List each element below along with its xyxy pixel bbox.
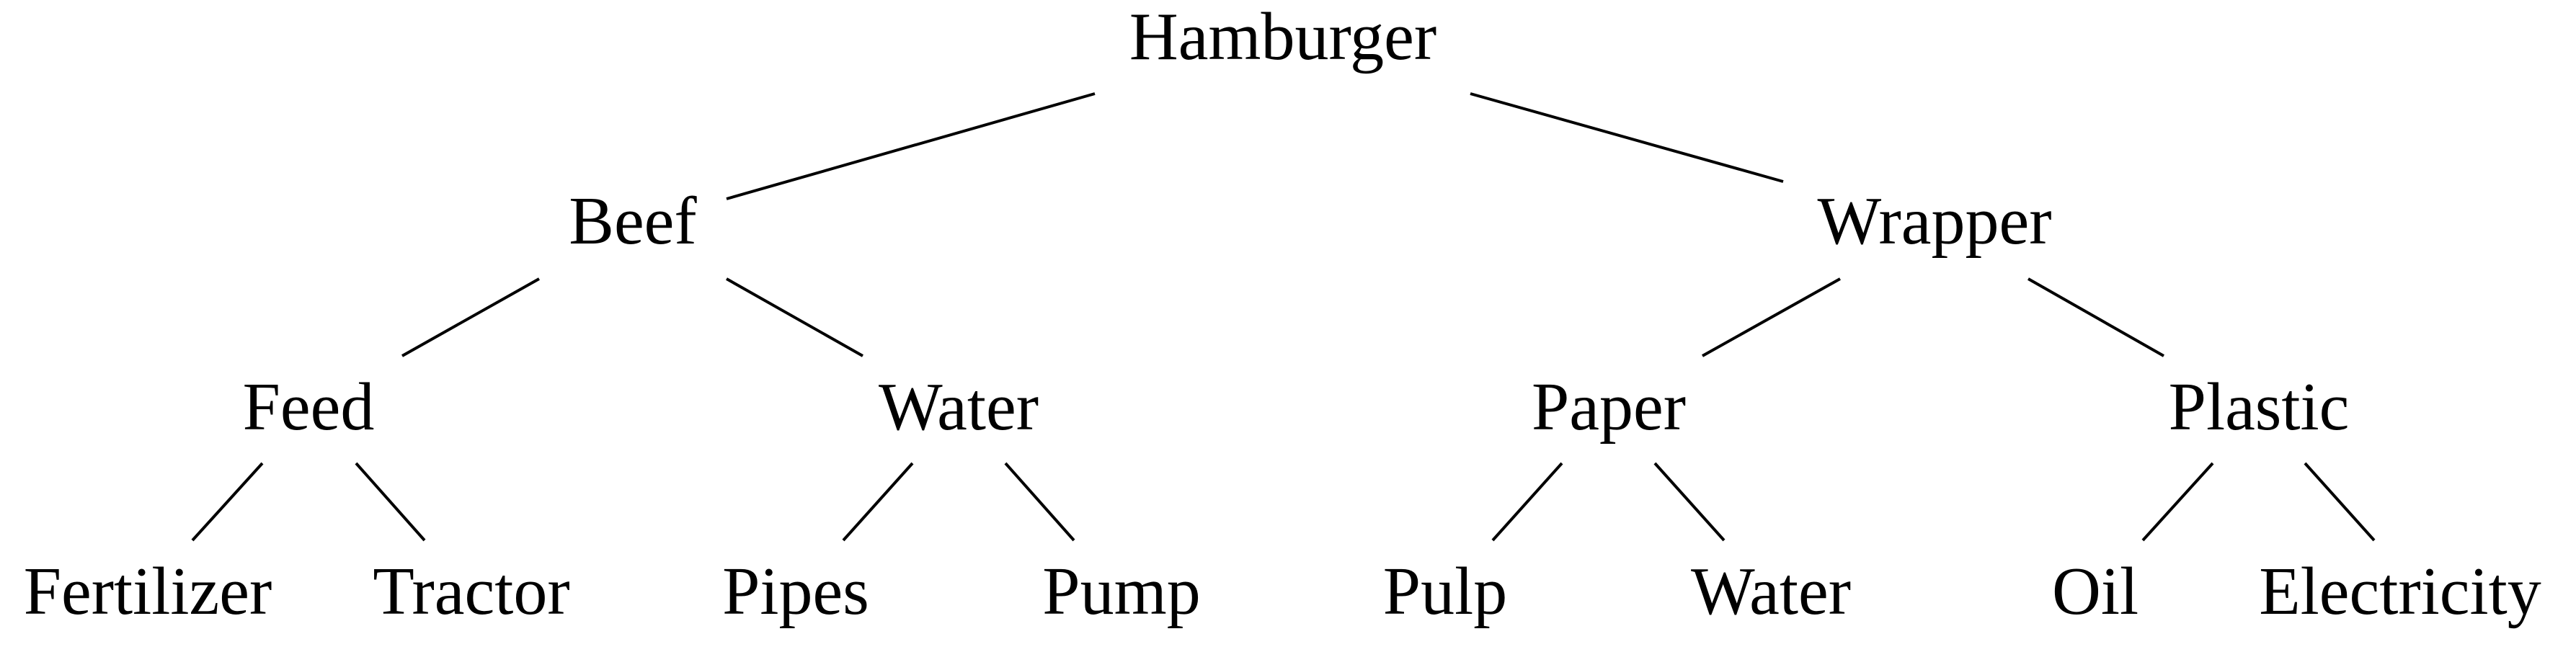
node-wrapper: Wrapper <box>1817 184 2051 259</box>
node-feed: Feed <box>243 370 375 445</box>
edge-water-pipes <box>842 462 914 542</box>
edge-paper-water <box>1653 462 1726 542</box>
node-fertilizer: Fertilizer <box>24 554 272 629</box>
node-electricity: Electricity <box>2259 554 2541 629</box>
edge-beef-feed <box>401 277 540 357</box>
edge-hamburger-wrapper <box>1470 92 1784 183</box>
node-water-paper: Water <box>1691 554 1851 629</box>
edge-beef-water <box>726 277 863 357</box>
node-pump: Pump <box>1042 554 1200 629</box>
node-hamburger: Hamburger <box>1129 0 1436 74</box>
edge-feed-tractor <box>355 462 426 542</box>
edge-plastic-electricity <box>2304 462 2376 542</box>
edge-paper-pulp <box>1491 462 1563 542</box>
node-paper: Paper <box>1532 370 1686 445</box>
edge-plastic-oil <box>2141 462 2214 542</box>
node-pipes: Pipes <box>722 554 869 629</box>
node-plastic: Plastic <box>2169 370 2350 445</box>
edge-water-pump <box>1004 462 1075 542</box>
node-oil: Oil <box>2052 554 2138 629</box>
tree-edges <box>191 92 2376 542</box>
node-beef: Beef <box>569 184 697 259</box>
edge-hamburger-beef <box>726 92 1096 200</box>
tree-nodes: Hamburger Beef Wrapper Feed Water Paper … <box>24 0 2541 629</box>
node-tractor: Tractor <box>373 554 569 629</box>
edge-wrapper-plastic <box>2028 277 2164 357</box>
edge-wrapper-paper <box>1702 277 1841 357</box>
node-pulp: Pulp <box>1383 554 1507 629</box>
node-water: Water <box>879 370 1039 445</box>
edge-feed-fertilizer <box>191 462 264 542</box>
